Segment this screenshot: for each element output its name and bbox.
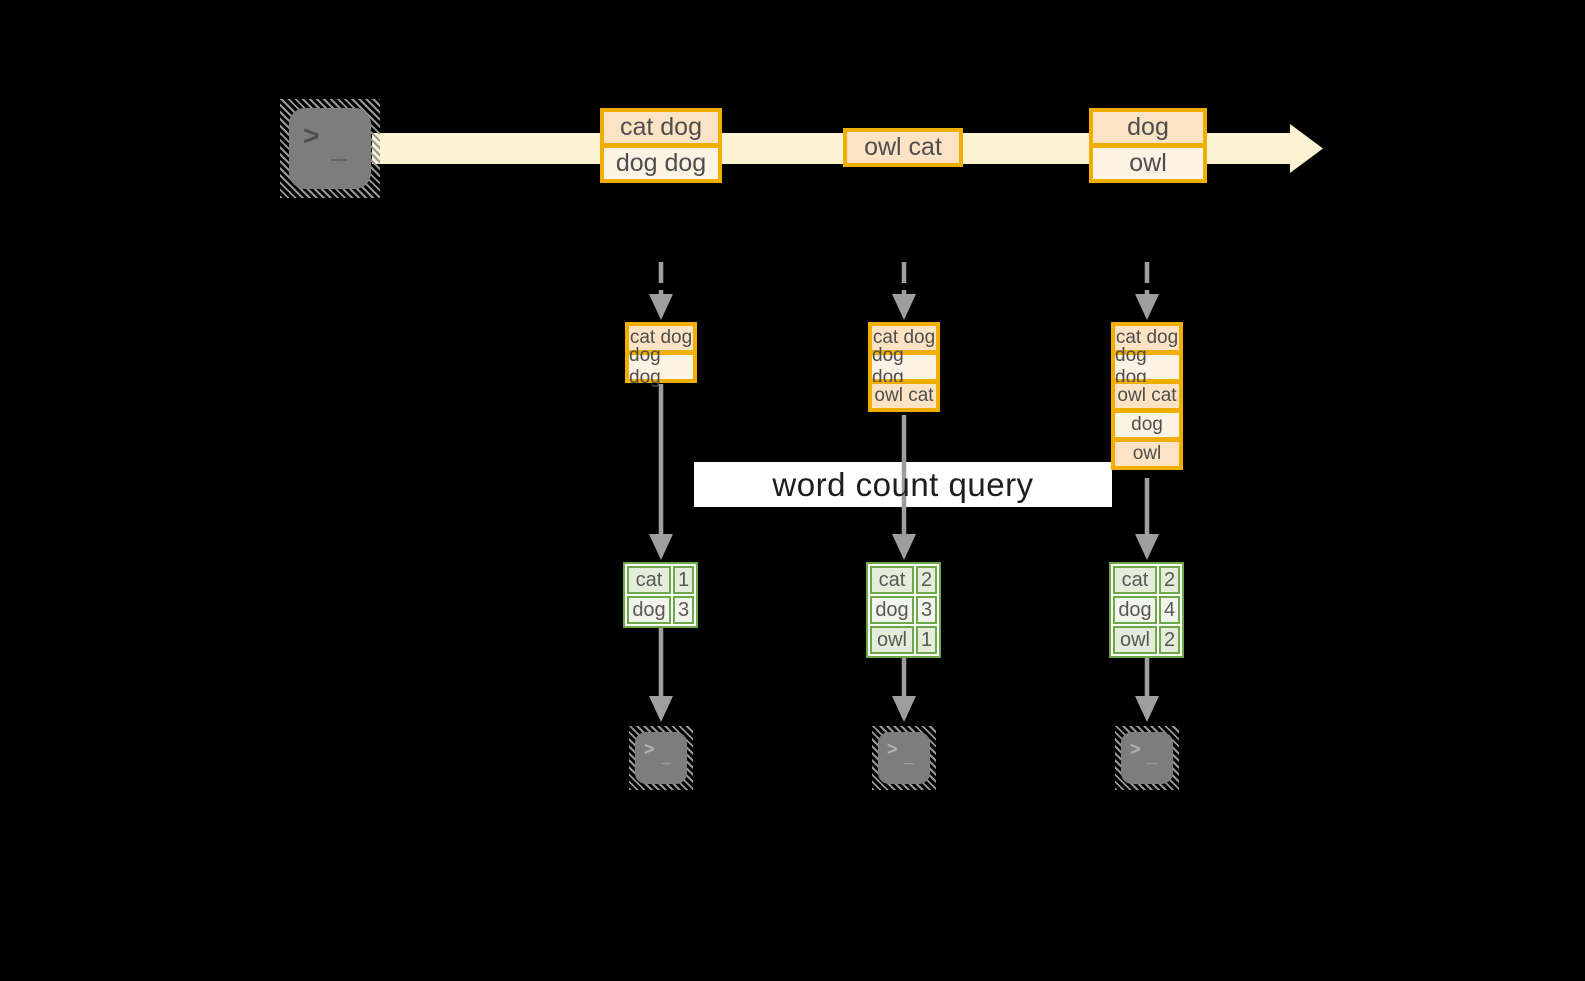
count-value: 3 [673, 596, 694, 624]
count-table-1: cat 1 dog 3 [623, 562, 698, 628]
count-word: owl [870, 626, 914, 654]
count-table-3: cat 2 dog 4 owl 2 [1109, 562, 1184, 658]
stream-batch-2: owl cat [843, 128, 963, 167]
count-value: 1 [916, 626, 937, 654]
buffer-line: owl cat [870, 382, 938, 410]
prompt-icon: > [887, 739, 898, 759]
count-value: 1 [673, 566, 694, 594]
query-label: word count query [772, 465, 1034, 503]
arrowhead-icon [1135, 696, 1159, 722]
cursor-icon: _ [331, 132, 347, 163]
buffer-stack-2: cat dog dog dog owl cat [868, 322, 940, 412]
buffer-stack-1: cat dog dog dog [625, 322, 697, 388]
prompt-icon: > [303, 120, 320, 151]
arrowhead-icon [892, 696, 916, 722]
count-table-2: cat 2 dog 3 owl 1 [866, 562, 941, 658]
count-word: owl [1113, 626, 1157, 654]
arrowhead-icon [1135, 534, 1159, 560]
count-value: 3 [916, 596, 937, 624]
buffer-line: cat dog [1113, 324, 1181, 352]
batch-line: dog dog [602, 146, 720, 181]
arrowhead-icon [649, 294, 673, 320]
terminal-screen: > _ [635, 732, 687, 784]
batch-line: dog [1091, 110, 1205, 145]
stream-batch-3: dog owl [1089, 108, 1207, 183]
buffer-line: dog [1113, 411, 1181, 439]
count-value: 4 [1159, 596, 1180, 624]
cursor-icon: _ [904, 746, 915, 766]
terminal-screen: > _ [1121, 732, 1173, 784]
count-word: cat [1113, 566, 1157, 594]
output-terminal-icon: > _ [872, 726, 936, 790]
stream-batch-1: cat dog dog dog [600, 108, 722, 183]
count-word: dog [870, 596, 914, 624]
buffer-line: owl [1113, 440, 1181, 468]
cursor-icon: _ [1147, 746, 1158, 766]
count-word: dog [1113, 596, 1157, 624]
buffer-line: cat dog [870, 324, 938, 352]
source-terminal-icon: > _ [280, 99, 380, 198]
prompt-icon: > [644, 739, 655, 759]
arrowhead-icon [1135, 294, 1159, 320]
arrowhead-icon [892, 534, 916, 560]
arrowhead-icon [649, 534, 673, 560]
count-word: cat [627, 566, 671, 594]
arrowhead-icon [892, 294, 916, 320]
output-terminal-icon: > _ [1115, 726, 1179, 790]
buffer-line: cat dog [627, 324, 695, 352]
count-value: 2 [1159, 566, 1180, 594]
count-word: dog [627, 596, 671, 624]
buffer-line: dog dog [870, 345, 938, 388]
terminal-screen: > _ [289, 108, 371, 189]
count-word: cat [870, 566, 914, 594]
batch-line: owl cat [845, 130, 961, 165]
buffer-line: dog dog [1113, 345, 1181, 388]
cursor-icon: _ [661, 746, 672, 766]
count-value: 2 [1159, 626, 1180, 654]
batch-line: cat dog [602, 110, 720, 145]
prompt-icon: > [1130, 739, 1141, 759]
buffer-line: dog dog [627, 345, 695, 388]
output-terminal-icon: > _ [629, 726, 693, 790]
batch-line: owl [1091, 146, 1205, 181]
buffer-line: owl cat [1113, 382, 1181, 410]
count-value: 2 [916, 566, 937, 594]
arrowhead-icon [649, 696, 673, 722]
terminal-screen: > _ [878, 732, 930, 784]
buffer-stack-3: cat dog dog dog owl cat dog owl [1111, 322, 1183, 470]
stream-arrowhead-icon [1290, 124, 1323, 173]
